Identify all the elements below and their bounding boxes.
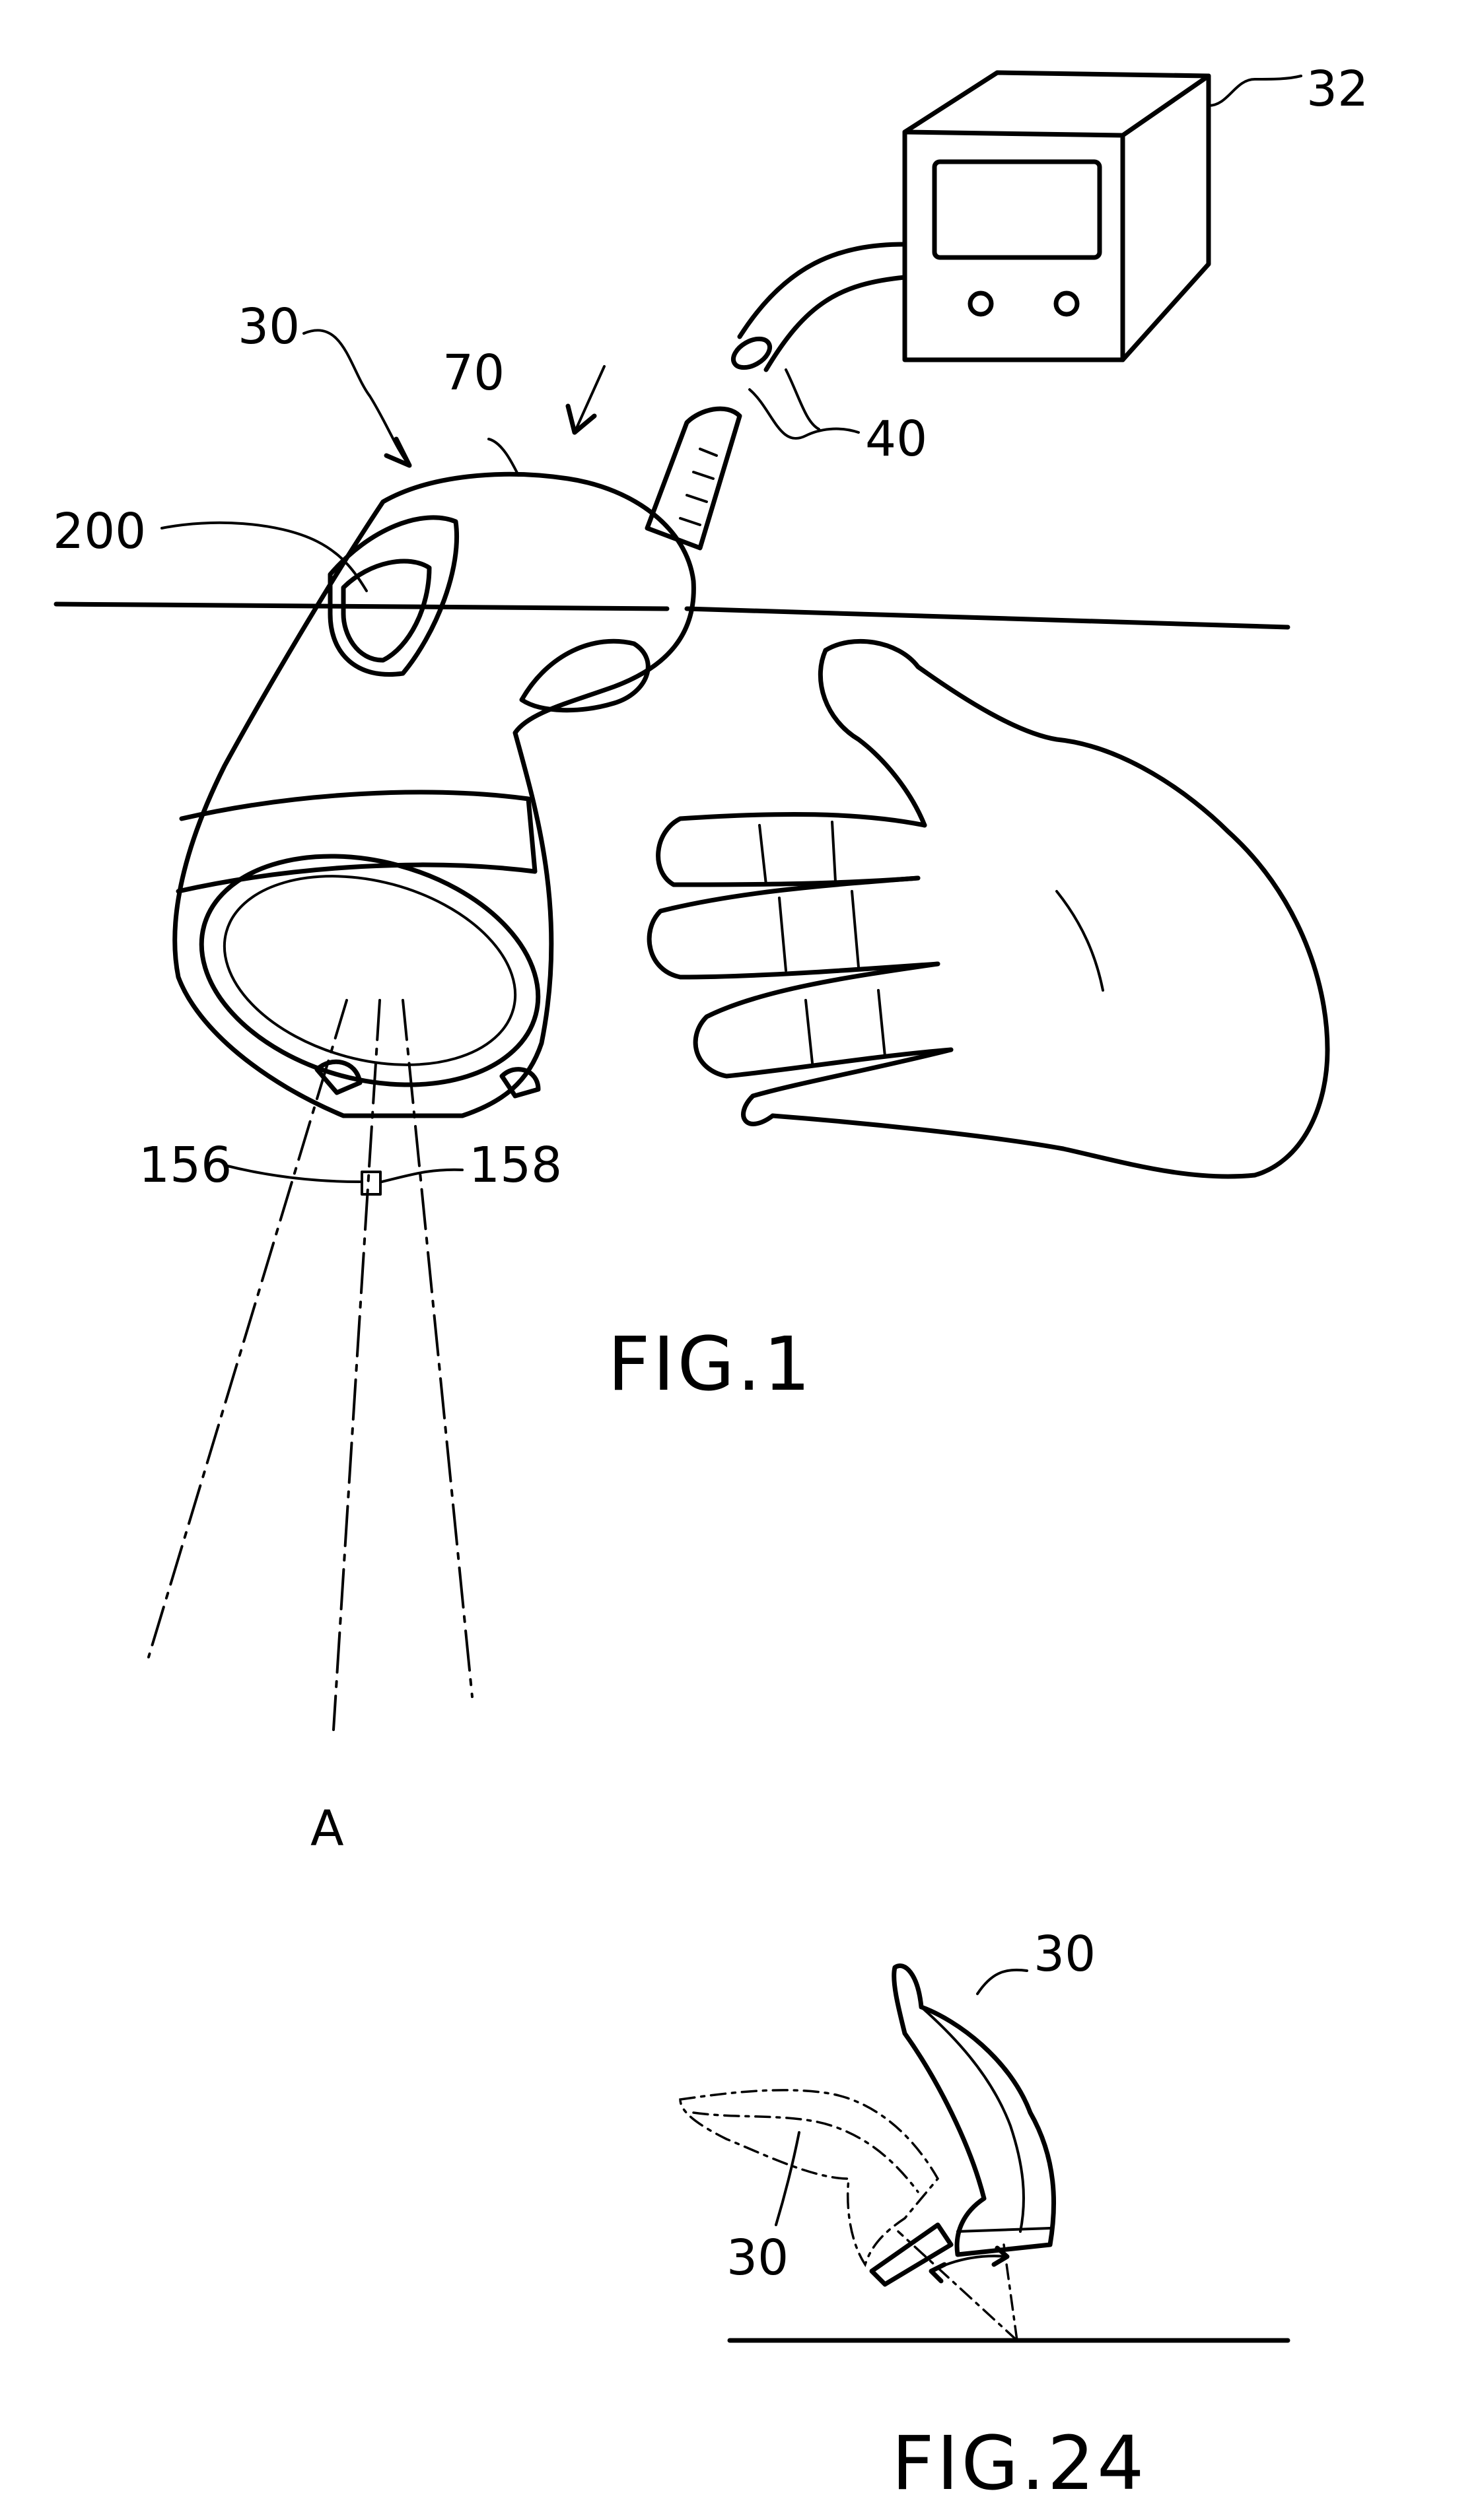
fig24-scanner-upright <box>892 1963 1057 2257</box>
beam-crossover-marker <box>361 1171 382 1196</box>
figure-1: 32 40 30 70 200 156 158 A FIG.1 <box>53 61 1368 1857</box>
label-200: 200 <box>53 503 146 560</box>
fig24-leader-upright <box>976 1968 1028 1995</box>
fig24-label-tilted: 30 <box>726 2230 789 2286</box>
host-terminal-box <box>902 70 1211 362</box>
operator-hand <box>647 638 1330 1179</box>
figure-1-caption: FIG.1 <box>608 1322 813 1408</box>
scanner-window <box>341 559 432 663</box>
fig24-label-upright: 30 <box>1034 1926 1096 1983</box>
cable <box>737 242 907 372</box>
cable-end <box>731 336 772 370</box>
fig1-leaders <box>160 75 1302 1183</box>
scan-beams <box>147 999 474 1731</box>
terminal-knob-left <box>968 290 994 317</box>
scanner-nose-opening <box>199 854 541 1087</box>
figure-24-caption: FIG.24 <box>892 2421 1146 2507</box>
strain-relief <box>645 406 742 551</box>
terminal-screen <box>932 159 1102 260</box>
fig24-ray-tilted <box>897 2230 1018 2342</box>
figure-24: 30 30 FIG.24 <box>679 1926 1290 2507</box>
label-156: 156 <box>139 1137 232 1194</box>
surface-line <box>53 601 1290 630</box>
label-40: 40 <box>865 411 927 467</box>
label-30: 30 <box>238 298 300 355</box>
scanner-housing <box>172 471 696 1118</box>
label-158: 158 <box>469 1137 562 1194</box>
terminal-knob-right <box>1053 290 1080 317</box>
fig24-leader-tilted <box>775 2131 800 2226</box>
fig24-scanner-tilted <box>679 2089 954 2287</box>
label-axis-a: A <box>310 1800 344 1857</box>
label-70: 70 <box>442 345 505 401</box>
label-32: 32 <box>1306 61 1368 118</box>
